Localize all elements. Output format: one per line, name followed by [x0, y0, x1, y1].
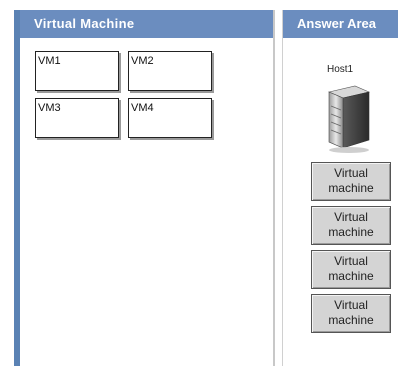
- vm-tile-vm4[interactable]: VM4: [128, 98, 212, 138]
- virtual-machine-panel: Virtual Machine VM1 VM2 VM3 VM4: [20, 10, 275, 366]
- host-label: Host1: [327, 64, 354, 75]
- vm-tile-vm3[interactable]: VM3: [35, 98, 119, 138]
- vm-drop-slot-3[interactable]: Virtual machine: [311, 250, 391, 289]
- vm-tile-vm2[interactable]: VM2: [128, 51, 212, 91]
- vm-drop-slot-1[interactable]: Virtual machine: [311, 162, 391, 201]
- answer-area-header: Answer Area: [283, 10, 398, 38]
- slot-label-line2: machine: [328, 181, 374, 195]
- slot-label-line2: machine: [328, 269, 374, 283]
- slot-label-line1: Virtual: [334, 166, 368, 180]
- vm-drop-slot-4[interactable]: Virtual machine: [311, 294, 391, 333]
- left-frame-border: [14, 10, 20, 366]
- vm-tile-vm1[interactable]: VM1: [35, 51, 119, 91]
- slot-label-line1: Virtual: [334, 298, 368, 312]
- slot-label-line1: Virtual: [334, 254, 368, 268]
- vm-drop-slot-2[interactable]: Virtual machine: [311, 206, 391, 245]
- slot-label-line2: machine: [328, 313, 374, 327]
- slot-label-line2: machine: [328, 225, 374, 239]
- virtual-machine-header: Virtual Machine: [20, 10, 273, 38]
- server-icon: [328, 85, 370, 153]
- slot-label-line1: Virtual: [334, 210, 368, 224]
- answer-area-panel: Answer Area Host1 Virtual machine Virtua…: [282, 10, 398, 366]
